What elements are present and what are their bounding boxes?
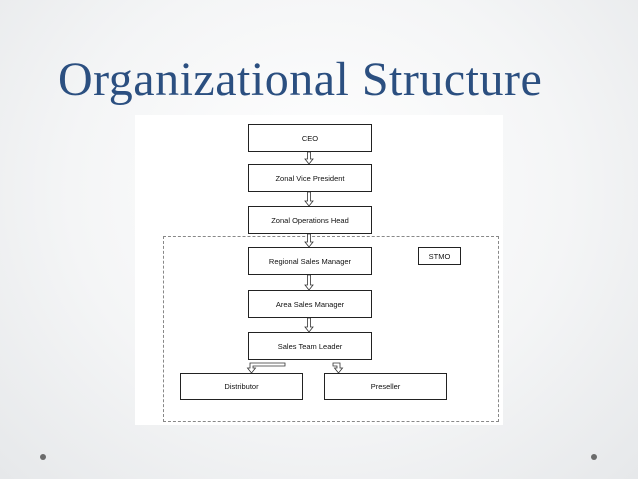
arrow-stl-to-distributor — [246, 362, 286, 374]
node-stmo: STMO — [418, 247, 461, 265]
node-zonal-operations-head: Zonal Operations Head — [248, 206, 372, 234]
arrow-zvp-to-zoh — [304, 191, 314, 207]
node-regional-sales-manager: Regional Sales Manager — [248, 247, 372, 275]
node-sales-team-leader: Sales Team Leader — [248, 332, 372, 360]
arrow-stl-to-preseller — [332, 362, 344, 374]
node-preseller: Preseller — [324, 373, 447, 400]
arrow-ceo-to-zvp — [304, 151, 314, 165]
arrow-zoh-to-rsm — [304, 233, 314, 248]
decorative-dot-right — [591, 454, 597, 460]
dashed-grouping-boundary — [163, 236, 499, 422]
node-area-sales-manager: Area Sales Manager — [248, 290, 372, 318]
connector-arrows — [246, 151, 344, 374]
arrow-rsm-to-asm — [304, 274, 314, 291]
node-zonal-vice-president: Zonal Vice President — [248, 164, 372, 192]
node-distributor: Distributor — [180, 373, 303, 400]
slide-title: Organizational Structure — [58, 53, 543, 106]
org-chart-panel: CEO Zonal Vice President Zonal Operation… — [135, 115, 503, 425]
arrow-asm-to-stl — [304, 317, 314, 333]
node-ceo: CEO — [248, 124, 372, 152]
decorative-dot-left — [40, 454, 46, 460]
